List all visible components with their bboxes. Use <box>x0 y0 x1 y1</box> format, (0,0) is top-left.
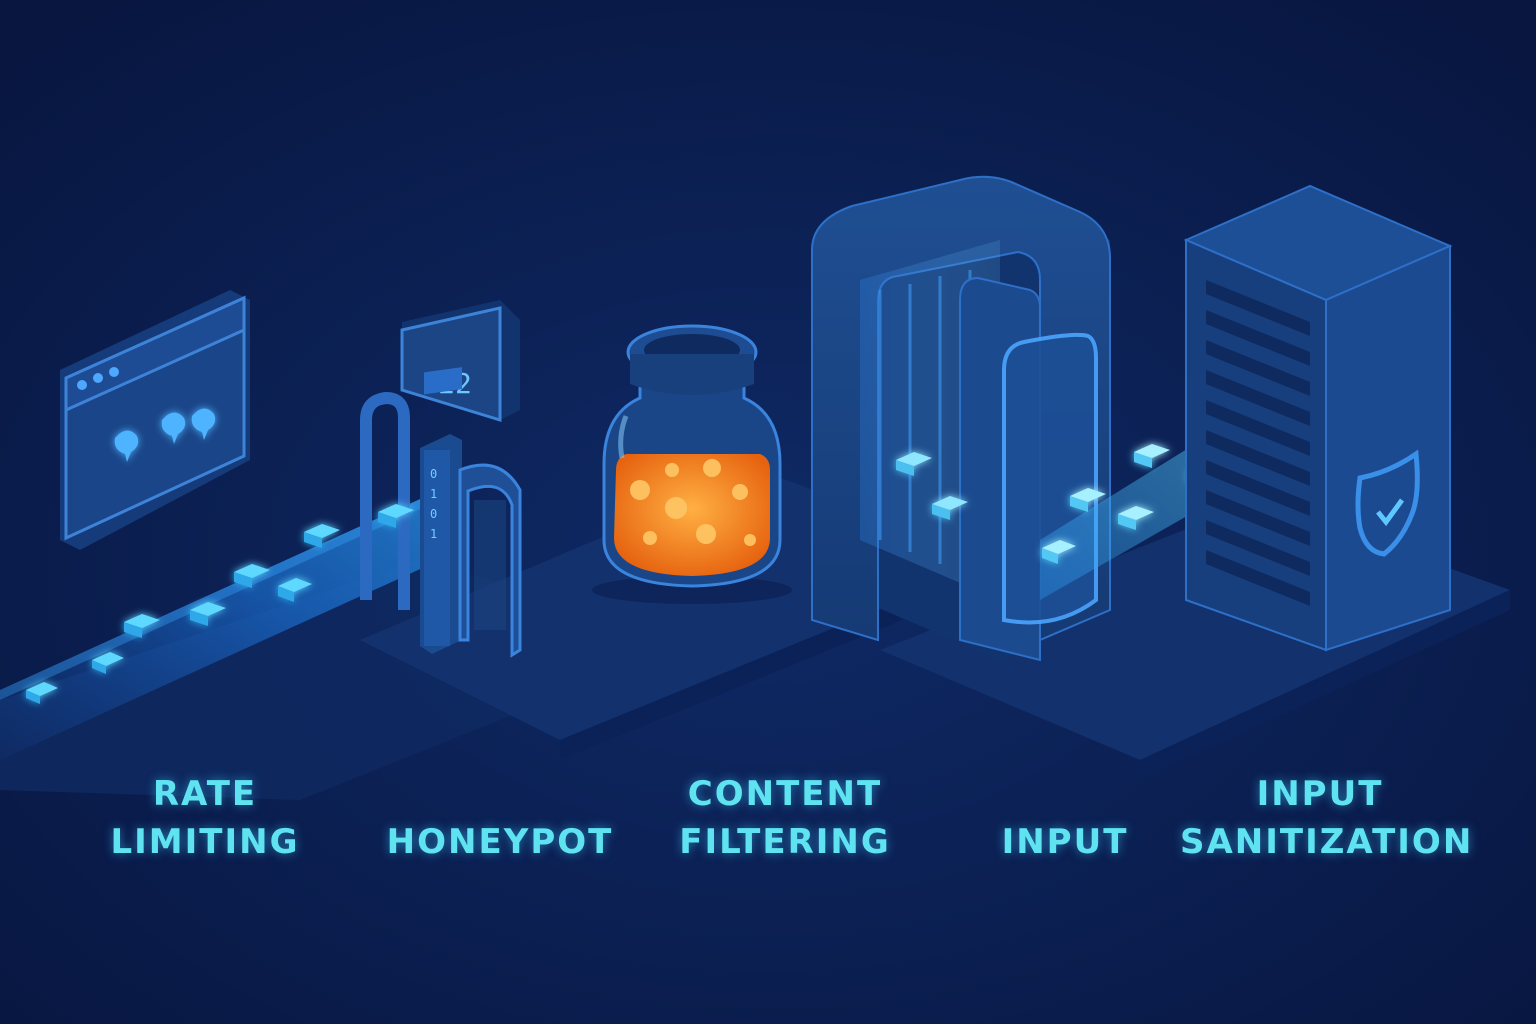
data-packets-left <box>26 504 414 704</box>
browser-window-icon <box>60 290 250 550</box>
label-honeypot: HONEYPOT <box>385 818 615 866</box>
shield-check-icon <box>1355 449 1420 557</box>
data-packet-icon <box>190 602 226 626</box>
data-packet-icon <box>1070 488 1106 512</box>
label-input: INPUT <box>1000 818 1130 866</box>
label-input-sanitization-line1: INPUT <box>1256 774 1384 814</box>
turnstile-gate-icon: 0 1 0 1 <box>360 367 522 658</box>
data-packet-icon <box>304 524 340 548</box>
label-honeypot-text: HONEYPOT <box>386 822 614 862</box>
svg-text:1: 1 <box>430 487 437 501</box>
data-packet-icon <box>124 614 160 638</box>
data-packet-icon <box>378 504 414 528</box>
label-rate-limiting-line1: RATE <box>152 774 258 814</box>
data-packet-icon <box>92 652 124 674</box>
chat-bubble-icon <box>114 408 216 462</box>
data-packet-icon <box>1134 444 1170 468</box>
label-rate-limiting: RATE LIMITING <box>105 770 305 866</box>
data-packet-icon <box>26 682 58 704</box>
honey-jar-icon <box>592 324 792 604</box>
label-input-sanitization: INPUT SANITIZATION <box>1180 770 1474 866</box>
label-input-sanitization-line2: SANITIZATION <box>1180 822 1474 862</box>
data-packet-icon <box>1042 540 1076 564</box>
data-packet-icon <box>278 578 312 602</box>
label-input-text: INPUT <box>1001 822 1129 862</box>
svg-text:0: 0 <box>430 467 437 481</box>
data-packet-icon <box>234 564 270 588</box>
svg-text:0: 0 <box>430 507 437 521</box>
label-content-filtering: CONTENT FILTERING <box>675 770 895 866</box>
label-content-filtering-line1: CONTENT <box>687 774 883 814</box>
scanner-arch-icon <box>811 175 1111 662</box>
svg-text:1: 1 <box>430 527 437 541</box>
data-beam-left <box>0 490 440 760</box>
label-rate-limiting-line2: LIMITING <box>110 822 300 862</box>
data-packet-icon <box>1118 506 1154 530</box>
label-content-filtering-line2: FILTERING <box>679 822 891 862</box>
server-rack-icon <box>1183 184 1453 652</box>
